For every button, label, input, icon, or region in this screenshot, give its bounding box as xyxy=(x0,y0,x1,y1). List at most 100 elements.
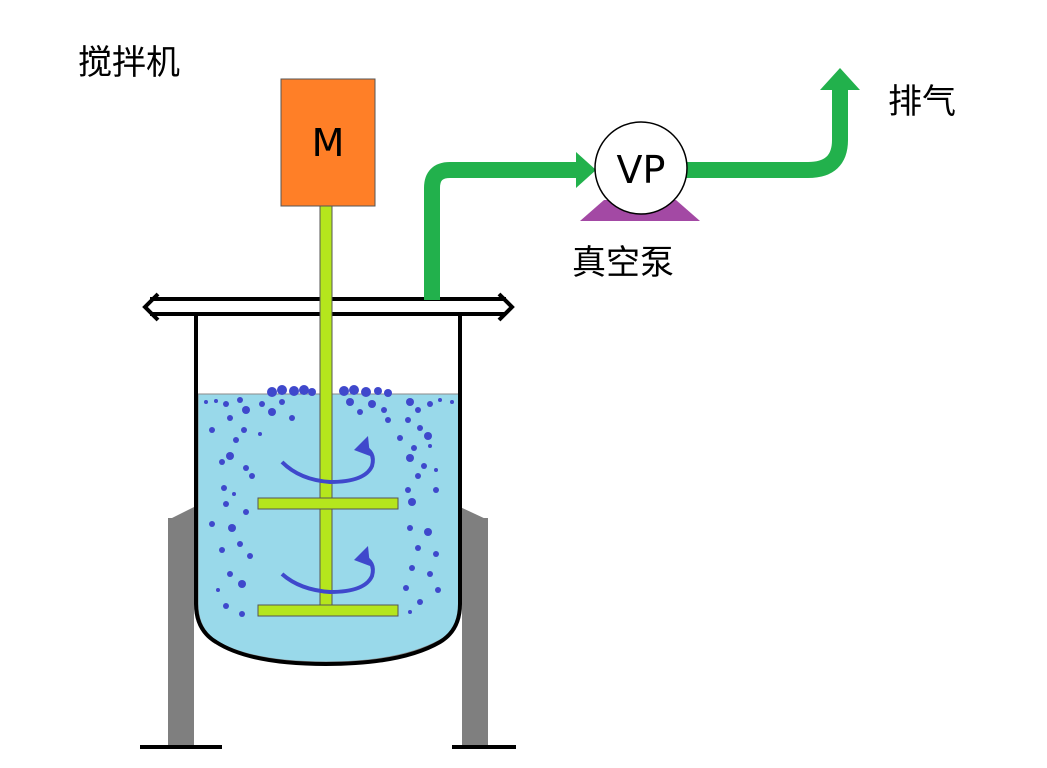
particle xyxy=(450,400,454,404)
particle xyxy=(249,473,255,479)
particle xyxy=(434,468,438,472)
particle xyxy=(408,498,416,506)
particle xyxy=(219,547,225,553)
particle xyxy=(349,385,359,395)
particle xyxy=(232,492,236,496)
lower-stir-arrow xyxy=(280,554,375,595)
tank-support-legs xyxy=(140,506,516,749)
particle xyxy=(216,588,220,592)
particle xyxy=(209,427,215,433)
particle xyxy=(427,401,433,407)
particle xyxy=(238,580,246,588)
vacuum-pipe-arrowhead xyxy=(576,152,596,188)
particle xyxy=(409,565,415,571)
particle xyxy=(438,398,442,402)
particle xyxy=(424,528,432,536)
particle xyxy=(406,398,414,406)
particle xyxy=(268,408,276,416)
particle xyxy=(433,487,439,493)
particle xyxy=(407,525,413,531)
particle xyxy=(435,587,441,593)
tank-wall xyxy=(194,314,462,667)
particle xyxy=(397,435,403,441)
upper-impeller-blade xyxy=(257,497,399,510)
particle xyxy=(242,406,250,414)
particle xyxy=(219,459,225,465)
motor xyxy=(280,78,376,207)
particle xyxy=(204,400,208,404)
particle xyxy=(408,610,412,614)
particle xyxy=(233,437,239,443)
exhaust-label: 排气 xyxy=(888,82,956,122)
particle xyxy=(415,473,421,479)
particle xyxy=(243,509,249,515)
particle xyxy=(403,585,409,591)
lid-left-arrowhead xyxy=(142,292,160,322)
particle xyxy=(361,387,371,397)
particle xyxy=(279,399,285,405)
particle xyxy=(357,409,363,415)
particle xyxy=(289,415,295,421)
particle xyxy=(289,386,299,396)
particle xyxy=(214,399,218,403)
particle xyxy=(247,553,253,559)
particle xyxy=(339,386,349,396)
particle xyxy=(368,400,376,408)
upper-stir-arrow xyxy=(280,444,375,485)
particle xyxy=(433,551,439,557)
lower-stir-arrowhead xyxy=(354,546,370,566)
pump-label: VP xyxy=(617,148,666,192)
exhaust-pipe xyxy=(686,88,848,178)
particle xyxy=(267,387,277,397)
lower-impeller-blade xyxy=(257,604,399,617)
lid-right-arrowhead xyxy=(497,292,515,322)
particle xyxy=(259,401,265,407)
particle xyxy=(385,417,391,423)
particle xyxy=(421,463,427,469)
exhaust-arrowhead xyxy=(820,68,860,90)
particle xyxy=(243,465,249,471)
particle xyxy=(227,571,233,577)
particle xyxy=(428,444,432,448)
vacuum-pump xyxy=(594,121,688,215)
particle xyxy=(417,425,423,431)
particle xyxy=(406,454,414,462)
particle xyxy=(221,485,227,491)
particle xyxy=(209,521,215,527)
particle xyxy=(374,387,382,395)
particle xyxy=(299,385,309,395)
particle xyxy=(424,432,432,440)
particle xyxy=(241,427,247,433)
motor-label: M xyxy=(312,121,345,165)
upper-stir-arrowhead xyxy=(354,436,370,456)
particle xyxy=(223,401,229,407)
particle xyxy=(223,501,229,507)
particle xyxy=(258,432,262,436)
particle xyxy=(381,407,387,413)
particle xyxy=(237,397,243,403)
particles xyxy=(204,385,454,617)
particle xyxy=(415,545,421,551)
particle xyxy=(308,388,316,396)
particle xyxy=(228,524,236,532)
particle xyxy=(405,487,411,493)
particle xyxy=(237,541,243,547)
vacuum-pipe xyxy=(424,162,578,300)
particle xyxy=(226,452,234,460)
particle xyxy=(411,445,417,451)
particle xyxy=(227,415,233,421)
right-leg xyxy=(462,518,488,746)
particle xyxy=(405,417,411,423)
pump-caption: 真空泵 xyxy=(572,243,674,283)
particle xyxy=(384,389,392,397)
particle xyxy=(417,599,423,605)
particle xyxy=(223,603,229,609)
particle xyxy=(346,398,354,406)
particle xyxy=(277,385,287,395)
particle xyxy=(427,571,433,577)
particle xyxy=(415,407,421,413)
particle xyxy=(239,611,245,617)
left-leg xyxy=(168,518,194,746)
stirring-arrows xyxy=(280,436,375,595)
